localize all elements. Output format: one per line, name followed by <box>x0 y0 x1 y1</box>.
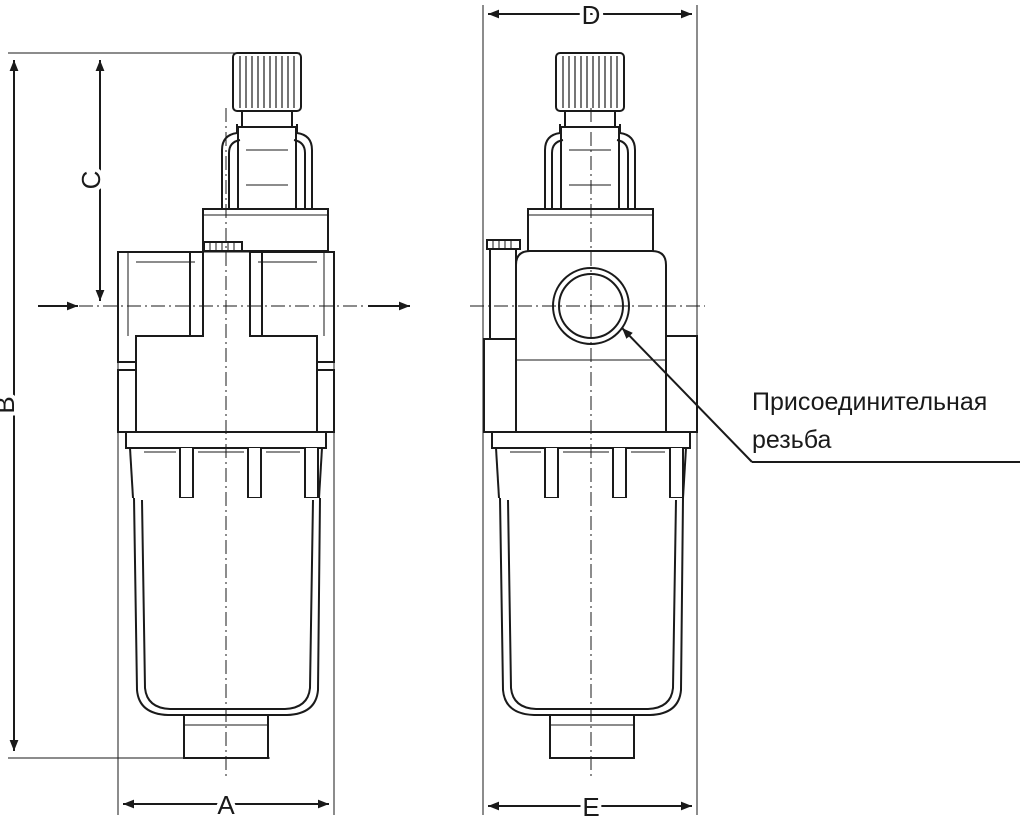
dimension-a-label: A <box>217 790 235 820</box>
dimension-e: E <box>488 788 692 823</box>
dimension-d-label: D <box>582 0 601 30</box>
side-guard <box>544 124 636 210</box>
front-guard <box>221 124 313 210</box>
dimension-c: C <box>72 60 110 301</box>
front-bowl-guard <box>125 431 327 499</box>
callout-line-1: Присоединительная <box>752 388 987 416</box>
dimension-b-label: B <box>0 396 20 413</box>
dimension-e-label: E <box>582 792 599 822</box>
thread-callout: Присоединительная резьба <box>621 327 1020 463</box>
dimension-a: A <box>123 786 329 823</box>
dimension-c-label: C <box>76 171 106 190</box>
front-body <box>117 251 335 433</box>
dimension-d: D <box>488 0 692 34</box>
side-drain <box>549 714 635 759</box>
front-view <box>8 52 410 815</box>
side-adjust-knob <box>555 52 625 128</box>
side-view <box>470 5 705 815</box>
front-adjust-knob <box>232 52 302 128</box>
front-bowl <box>133 497 321 716</box>
dimension-b: B <box>0 60 24 751</box>
side-bowl-guard <box>491 431 691 499</box>
callout-line-2: резьба <box>752 426 831 454</box>
